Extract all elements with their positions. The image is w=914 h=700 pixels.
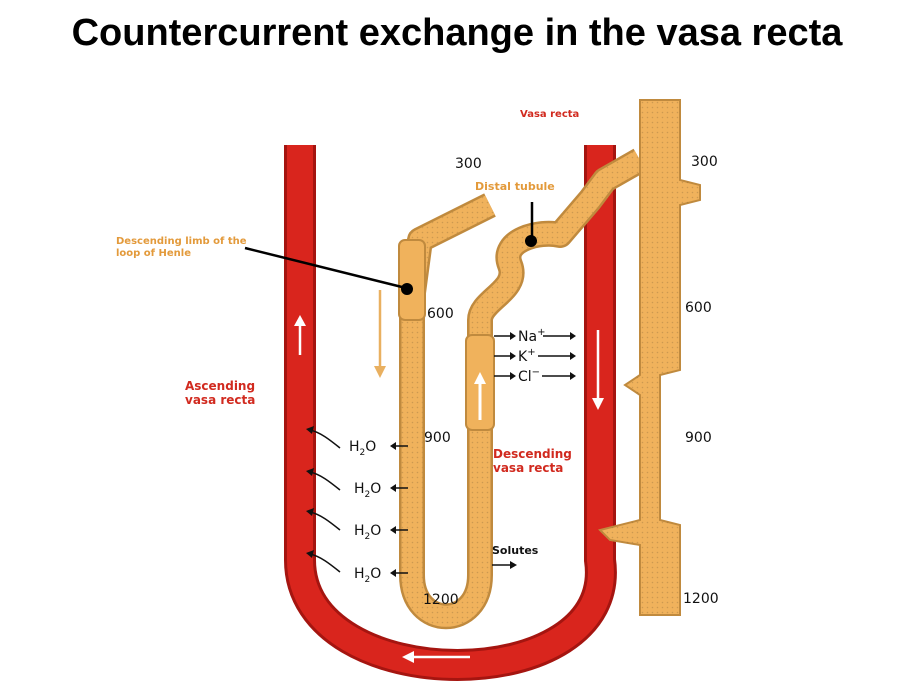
label-vasa-recta: Vasa recta: [520, 109, 579, 120]
solutes-arrow: [492, 561, 517, 569]
flow-arrow-ascending-limb: [474, 372, 486, 420]
water-arrows: [390, 442, 408, 577]
osm-right-1200: 1200: [683, 591, 719, 607]
ion-arrows: [494, 332, 576, 380]
label-descending-vasa-2: vasa recta: [493, 461, 563, 475]
osm-inner-1200: 1200: [423, 592, 459, 608]
flow-arrow-ascending-vasa: [294, 315, 306, 355]
label-distal-tubule: Distal tubule: [475, 180, 555, 193]
flow-arrow-descending-limb: [374, 290, 386, 378]
label-descending-limb-1: Descending limb of the: [116, 236, 247, 247]
flow-arrow-bottom-vasa: [402, 651, 470, 663]
pointer-distal-tubule: [525, 202, 537, 247]
collecting-duct-texture: [600, 100, 700, 615]
descending-limb-thick: [398, 239, 426, 321]
osm-right-900: 900: [685, 430, 712, 446]
osm-inner-600: 600: [427, 306, 454, 322]
water-label-1: H2O: [349, 439, 376, 458]
label-descending-vasa-1: Descending: [493, 447, 572, 461]
water-label-2: H2O: [354, 481, 381, 500]
flow-arrow-descending-vasa: [592, 330, 604, 410]
water-label-3: H2O: [354, 523, 381, 542]
vasa-recta-vessel-fill: [287, 145, 614, 678]
ion-potassium: K+: [518, 347, 536, 365]
page-title: Countercurrent exchange in the vasa rect…: [71, 12, 843, 54]
water-label-4: H2O: [354, 566, 381, 585]
label-solutes: Solutes: [492, 544, 539, 557]
label-descending-limb-2: loop of Henle: [116, 248, 191, 259]
ion-chloride: Cl−: [518, 367, 540, 385]
label-ascending-vasa-2: vasa recta: [185, 393, 255, 407]
osm-inner-900: 900: [424, 430, 451, 446]
osm-right-600: 600: [685, 300, 712, 316]
ion-sodium: Na+: [518, 327, 545, 345]
osm-right-300: 300: [691, 154, 718, 170]
water-absorption-arrows: [306, 426, 341, 573]
osm-inner-300: 300: [455, 156, 482, 172]
label-ascending-vasa-1: Ascending: [185, 379, 255, 393]
pointer-descending-limb: [244, 246, 413, 295]
